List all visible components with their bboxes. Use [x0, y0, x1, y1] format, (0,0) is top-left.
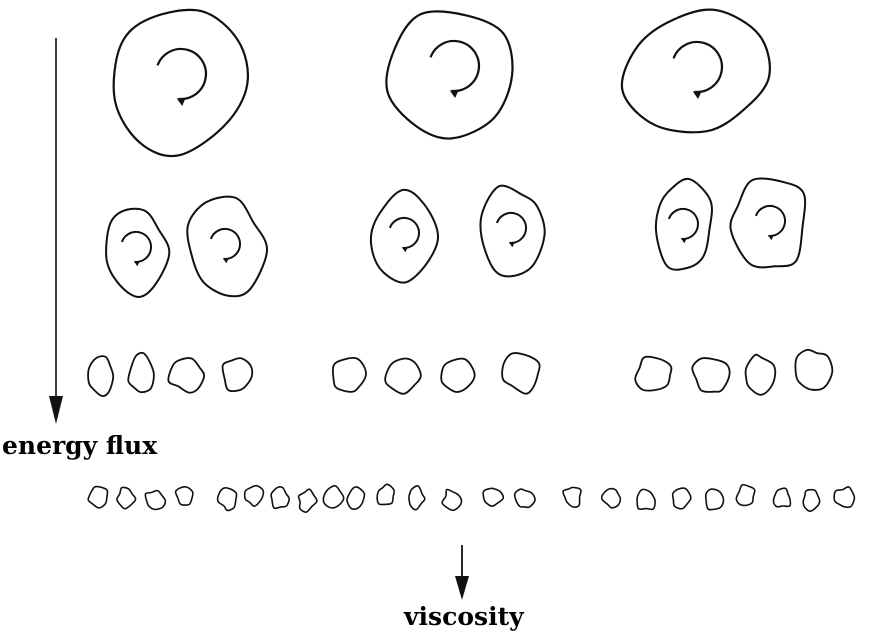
tiny-eddy — [174, 485, 194, 506]
rotation-arrowhead-icon — [692, 90, 702, 99]
eddy-field — [87, 8, 856, 513]
rotation-arrowhead-icon — [508, 241, 515, 248]
small-eddy — [127, 351, 155, 394]
large-eddy — [385, 10, 514, 140]
rotation-arrow-icon — [388, 216, 421, 249]
energy-flux-label: energy flux — [2, 431, 158, 460]
energy-flux-arrow — [49, 38, 63, 424]
rotation-arrowhead-icon — [133, 260, 140, 267]
large-eddy — [620, 8, 771, 134]
small-eddy — [87, 355, 115, 397]
viscosity-label: viscosity — [404, 602, 524, 631]
tiny-eddy — [116, 486, 137, 510]
small-eddy — [331, 356, 367, 393]
rotation-arrowhead-icon — [222, 257, 229, 264]
small-eddy — [501, 352, 541, 395]
tiny-eddy — [376, 483, 395, 506]
tiny-eddy — [270, 486, 290, 510]
tiny-eddy — [346, 486, 366, 510]
tiny-eddy — [513, 488, 536, 509]
medium-eddy — [369, 188, 440, 284]
small-eddy — [167, 357, 206, 394]
medium-eddy — [186, 195, 269, 298]
rotation-arrow-icon — [120, 230, 153, 263]
rotation-arrow-icon — [429, 39, 481, 93]
rotation-arrowhead-icon — [401, 246, 408, 253]
medium-eddy — [654, 177, 713, 271]
tiny-eddy — [833, 485, 856, 509]
tiny-eddy — [322, 484, 345, 509]
small-eddy — [794, 348, 834, 391]
tiny-eddy — [243, 484, 265, 507]
small-eddy — [440, 357, 476, 393]
rotation-arrowhead-icon — [680, 237, 687, 244]
tiny-eddy — [636, 488, 656, 511]
small-eddy — [634, 355, 673, 392]
tiny-eddy — [441, 488, 463, 512]
small-eddy — [691, 357, 731, 393]
small-eddy — [221, 357, 254, 392]
rotation-arrow-icon — [209, 227, 242, 260]
medium-eddy — [729, 177, 807, 269]
tiny-eddy — [408, 485, 426, 511]
medium-eddy — [479, 184, 546, 278]
rotation-arrow-icon — [667, 207, 700, 240]
tiny-eddy — [704, 488, 725, 511]
tiny-eddy — [772, 487, 792, 508]
rotation-arrowhead-icon — [176, 97, 186, 106]
medium-eddy — [105, 207, 171, 298]
tiny-eddy — [802, 488, 821, 512]
rotation-arrow-icon — [495, 211, 528, 244]
tiny-eddy — [144, 489, 167, 511]
viscosity-arrow — [455, 545, 469, 600]
small-eddy — [384, 357, 422, 395]
tiny-eddy — [600, 487, 622, 509]
tiny-eddy — [297, 488, 318, 513]
small-eddy — [744, 353, 777, 396]
rotation-arrow-icon — [672, 40, 724, 94]
tiny-eddy — [482, 487, 505, 507]
large-eddy — [112, 8, 249, 158]
tiny-eddy — [216, 486, 238, 512]
rotation-arrow-icon — [754, 204, 787, 237]
tiny-eddy — [735, 483, 756, 507]
rotation-arrowhead-icon — [767, 234, 774, 241]
rotation-arrow-icon — [156, 47, 208, 101]
tiny-eddy — [671, 487, 692, 510]
tiny-eddy — [562, 486, 582, 509]
rotation-arrowhead-icon — [449, 89, 459, 98]
tiny-eddy — [87, 485, 109, 509]
